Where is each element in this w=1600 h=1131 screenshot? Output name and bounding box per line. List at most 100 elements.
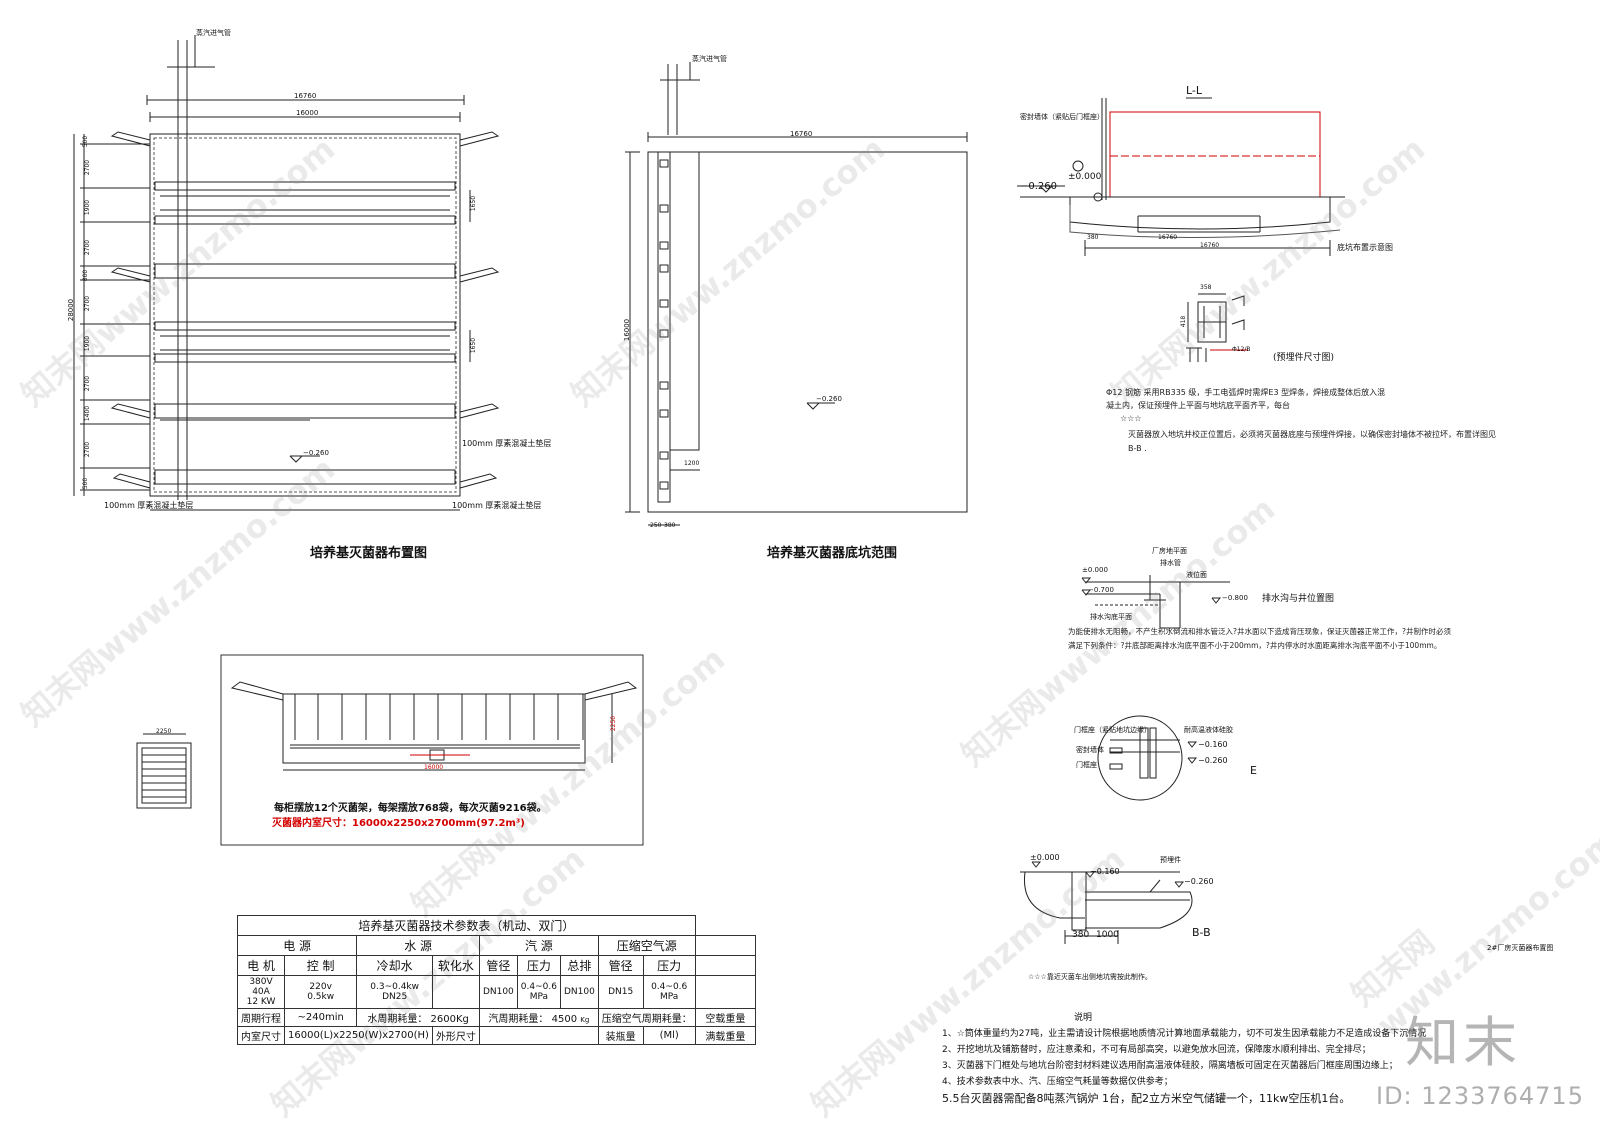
bb-level-160: −0.160 <box>1090 867 1120 876</box>
bb-dim-b: 1000 <box>1096 930 1119 940</box>
tech-parameter-table: 培养基灭菌器技术参数表（机动、双门） 电 源 水 源 汽 源 压缩空气源 电 机… <box>236 915 757 1045</box>
tech-air-pressure-value: 0.4~0.6 MPa <box>642 975 696 1009</box>
notes-heading: 说明 <box>1074 1013 1093 1023</box>
tech-group-water: 水 源 <box>356 935 480 956</box>
side-view-drawing <box>136 733 192 809</box>
section-ll-caption: 底坑布置示意图 <box>1337 243 1393 252</box>
elev-text-black: 每柜摆放12个灭菌架，每架摆放768袋，每次灭菌9216袋。 <box>274 803 547 814</box>
tech-air-pipe-value: DN15 <box>597 975 644 1009</box>
section-ll-wall-label: 密封墙体（紧贴后门框座） <box>1020 113 1104 121</box>
pit-dim-top: 16760 <box>790 130 813 138</box>
dim-left-item: 1900 <box>84 335 92 352</box>
detail-e-seal-label: 密封墙体 <box>1076 746 1104 754</box>
tech-cycle-value: ~240min <box>283 1008 358 1027</box>
tech-steam-label: 汽周期耗量： <box>488 1014 549 1025</box>
embed-dim-b: 418 <box>1180 315 1188 328</box>
tech-steam-consumption: 汽周期耗量： 4500 Kg <box>478 1008 599 1027</box>
tech-load-unit: (Ml) <box>642 1026 696 1045</box>
note-mid-4: 灭菌器放入地坑并校正位置后，必须将灭菌器底座与预埋件焊接，以确保密封墙体不被拉坏… <box>1128 430 1496 439</box>
tech-cooling-value: 0.3~0.4kw DN25 <box>356 975 433 1009</box>
elev-dim-bottom: 16000 <box>424 764 444 771</box>
section-ll-level-0: ±0.000 <box>1068 172 1102 182</box>
note-mid-5: B-B . <box>1128 444 1147 453</box>
tech-table-title: 培养基灭菌器技术参数表（机动、双门） <box>237 915 696 936</box>
dim-left-item: 800 <box>82 269 90 282</box>
detail-e-drawing <box>1097 715 1198 801</box>
image-id-text: ID: 1233764715 <box>1376 1082 1584 1110</box>
drain-ditch-floor-label: 排水沟底平面 <box>1090 613 1132 621</box>
tech-steam-pipe-value: DN100 <box>478 975 518 1009</box>
tech-subhead: 压力 <box>516 955 561 976</box>
bb-caption: B-B <box>1192 926 1211 939</box>
note-5: 5.5台灭菌器需配备8吨蒸汽锅炉 1台，配2立方米空气储罐一个，11kw空压机1… <box>942 1092 1351 1105</box>
pit-plan-drawing <box>625 62 968 526</box>
drain-level-0: ±0.000 <box>1082 566 1108 574</box>
drain-level-700: −0.700 <box>1088 586 1114 594</box>
dim-left-item: 500 <box>82 477 90 490</box>
note-mid-3: ☆☆☆ <box>1120 414 1142 423</box>
tech-water-value: 2600Kg <box>430 1014 469 1025</box>
bb-embed-label: 预埋件 <box>1160 856 1181 864</box>
tech-steam-pressure-value: 0.4~0.6 MPa <box>516 975 561 1009</box>
tech-subhead: 控 制 <box>283 955 358 976</box>
tech-group-air: 压缩空气源 <box>597 935 696 956</box>
side-dim: 2250 <box>156 728 172 735</box>
tech-empty-weight: 空载重量 <box>694 1008 757 1027</box>
tech-subhead: 电 机 <box>237 955 285 976</box>
note-2: 2、开挖地坑及铺筋替时，应注意柔和，不可有局部高突，以避免放水回流，保障废水顺利… <box>942 1045 1371 1055</box>
elev-text-red: 灭菌器内室尺寸：16000x2250x2700mm(97.2m³) <box>272 818 525 829</box>
detail-e-level-160: −0.160 <box>1198 740 1228 749</box>
note-mid-2: 凝土内，保证预埋件上平面与地坑底平面齐平，每台 <box>1106 401 1290 410</box>
pit-plan-title: 培养基灭菌器底坑范围 <box>767 546 898 561</box>
tech-steam-value: 4500 <box>551 1014 578 1025</box>
section-ll-dim-b: 16760 <box>1158 234 1178 241</box>
section-ll-level-neg: −0.260 <box>1020 181 1058 192</box>
brand-logo-text: 知末 <box>1405 1011 1521 1074</box>
note-4: 4、技术参数表中水、汽、压缩空气耗量等数据仅供参考； <box>942 1077 1173 1087</box>
tech-subhead: 压力 <box>642 955 696 976</box>
pit-dim-bottom-b: 250 <box>650 522 662 529</box>
dim-left-item: 1900 <box>84 199 92 216</box>
elev-dim-right: 2250 <box>610 715 618 732</box>
dim-left-item: 2700 <box>84 239 92 256</box>
drain-detail-drawing <box>1081 575 1230 629</box>
tech-cycle-label: 周期行程 <box>237 1008 285 1027</box>
tech-full-weight: 满载重量 <box>694 1026 757 1045</box>
drain-pipe-label: 排水管 <box>1160 559 1181 567</box>
note-3: 3、灭菌器下门框处与地坑台阶密封材料建议选用耐高温液体硅胶，隔离墙板可固定在灭菌… <box>942 1061 1398 1071</box>
drain-liquid-label: 液位面 <box>1186 571 1207 579</box>
embed-dim-a: 358 <box>1200 284 1212 291</box>
bb-dim-a: 380 <box>1072 930 1090 940</box>
elevation-drawing <box>220 654 644 846</box>
note-mid-1: Φ12 钢筋 采用RB335 级，手工电弧焊时需焊E3 型焊条，焊接成整体后放入… <box>1106 388 1386 397</box>
section-ll-drawing <box>1017 97 1345 256</box>
dim-right-2: 1650 <box>470 337 478 354</box>
tech-steam-unit: Kg <box>580 1016 590 1024</box>
dim-left-item: 1400 <box>84 405 92 422</box>
dim-left-item: 2700 <box>84 159 92 176</box>
dim-top-outer: 16760 <box>294 92 317 100</box>
tech-load-label: 装瓶量 <box>597 1026 644 1045</box>
dim-top-inner: 16000 <box>296 109 319 117</box>
tech-soft-water-value <box>431 975 480 1009</box>
dim-right-1: 1650 <box>470 195 478 212</box>
tech-air-label: 压缩空气周期耗量： <box>597 1008 696 1027</box>
tech-control-value: 220v 0.5kw <box>283 975 358 1009</box>
detail-e-seal-glue-label: 耐高温液体硅胶 <box>1184 726 1233 734</box>
tech-drain-value: DN100 <box>559 975 599 1009</box>
dim-left-item: 2700 <box>84 441 92 458</box>
tech-subhead: 管径 <box>597 955 644 976</box>
detail-e-caption: E <box>1250 764 1257 777</box>
tech-water-label: 水周期耗量： <box>367 1014 428 1025</box>
dim-left-item: 500 <box>82 135 90 148</box>
tech-water-consumption: 水周期耗量： 2600Kg <box>356 1008 480 1027</box>
layout-plan-drawing <box>73 35 500 511</box>
note-concrete-bottom-right: 100mm 厚素混凝土垫层 <box>452 501 542 510</box>
layout-plan-title: 培养基灭菌器布置图 <box>310 546 428 561</box>
section-ll-dim-c: 16760 <box>1200 242 1220 249</box>
dim-left-total: 28000 <box>67 298 76 322</box>
pit-level: −0.260 <box>816 395 842 403</box>
bb-level-260: −0.260 <box>1184 877 1214 886</box>
